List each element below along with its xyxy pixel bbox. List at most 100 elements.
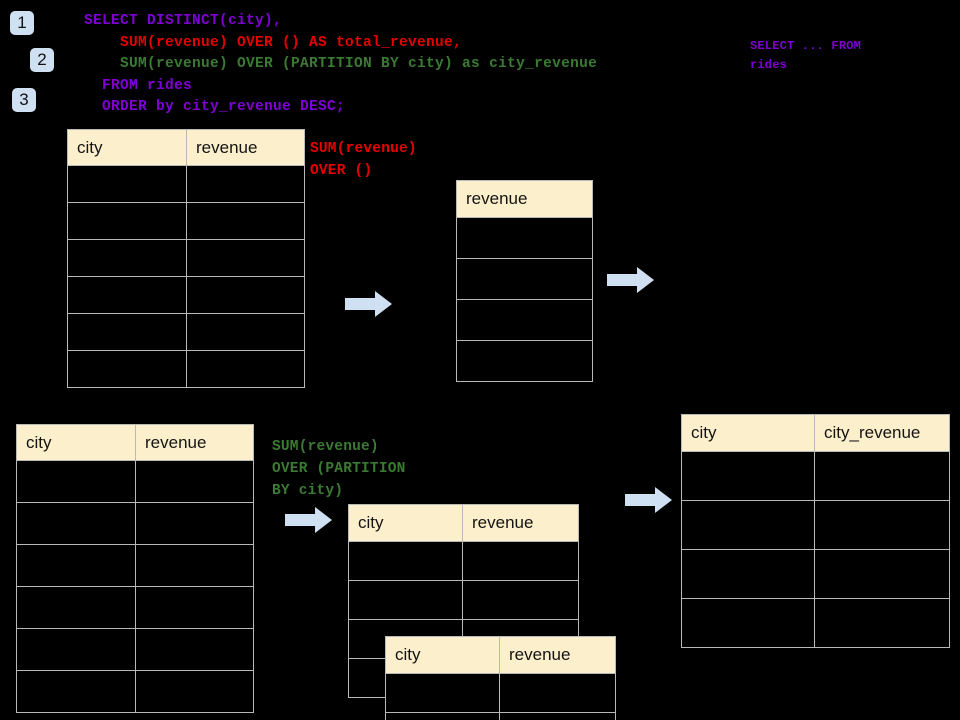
table-cell <box>67 313 187 351</box>
table-cell <box>814 451 950 501</box>
table-cell <box>814 549 950 599</box>
table-row <box>456 258 593 300</box>
table-row <box>16 670 254 713</box>
table-cell <box>186 202 305 240</box>
table-cell <box>456 217 593 259</box>
table-cell <box>135 502 254 545</box>
table-cell <box>681 598 815 648</box>
column-header-revenue: revenue <box>186 129 305 166</box>
table-row <box>385 712 616 720</box>
arrow-total-to-result <box>607 265 655 295</box>
table-cell <box>135 544 254 587</box>
step-badge-2: 2 <box>30 48 54 72</box>
table-row <box>456 299 593 341</box>
column-header-revenue: revenue <box>462 504 579 542</box>
sql-line-2: SUM(revenue) OVER () AS total_revenue, <box>84 34 463 51</box>
table-header-row: revenue <box>456 180 593 218</box>
table-cell <box>135 670 254 713</box>
table-row <box>456 340 593 382</box>
table-row <box>16 502 254 545</box>
table-cell <box>499 673 616 713</box>
table-cell <box>67 165 187 203</box>
table-cell <box>456 258 593 300</box>
table-cell <box>186 239 305 277</box>
column-header-city: city <box>385 636 500 674</box>
table-row <box>67 276 305 314</box>
column-header-city: city <box>681 414 815 452</box>
column-header-revenue: revenue <box>456 180 593 218</box>
table-cell <box>67 350 187 388</box>
sql-line-1: SELECT DISTINCT(city), <box>84 13 283 29</box>
column-header-city: city <box>16 424 136 461</box>
column-header-city_revenue: city_revenue <box>814 414 950 452</box>
table-total-revenue: revenue <box>456 180 593 382</box>
table-row <box>16 628 254 671</box>
table-row <box>67 313 305 351</box>
table-row <box>456 217 593 259</box>
table-cell <box>16 544 136 587</box>
table-cell <box>385 673 500 713</box>
column-header-revenue: revenue <box>135 424 254 461</box>
table-cell <box>16 586 136 629</box>
table-cell <box>385 712 500 720</box>
table-row <box>681 598 950 648</box>
table-cell <box>348 580 463 620</box>
table-cell <box>681 549 815 599</box>
table-cell <box>67 202 187 240</box>
table-cell <box>462 541 579 581</box>
sql-line-5: ORDER by city_revenue DESC; <box>84 99 346 115</box>
step-badge-3: 3 <box>12 88 36 112</box>
table-cell <box>462 580 579 620</box>
sql-query-block: SELECT DISTINCT(city), SUM(revenue) OVER… <box>84 11 597 119</box>
table-row <box>67 239 305 277</box>
table-row <box>348 541 579 581</box>
table-cell <box>348 541 463 581</box>
column-header-city: city <box>67 129 187 166</box>
table-cell <box>67 239 187 277</box>
table-cell <box>499 712 616 720</box>
table-cell <box>16 628 136 671</box>
arrow-rides-to-partition <box>285 505 333 535</box>
table-cell <box>186 165 305 203</box>
table-cell <box>456 340 593 382</box>
table-cell <box>681 451 815 501</box>
table-cell <box>814 598 950 648</box>
table-row <box>67 202 305 240</box>
step-badge-1: 1 <box>10 11 34 35</box>
table-cell <box>16 502 136 545</box>
sql-line-4: FROM rides <box>84 77 193 94</box>
table-row <box>16 586 254 629</box>
table-cell <box>186 350 305 388</box>
table-row <box>16 544 254 587</box>
column-header-revenue: revenue <box>499 636 616 674</box>
arrow-rides-to-total <box>345 289 393 319</box>
column-header-city: city <box>348 504 463 542</box>
sql-line-3: SUM(revenue) OVER (PARTITION BY city) as… <box>84 56 598 72</box>
annot-partition-city: SUM(revenue) OVER (PARTITION BY city) <box>272 439 406 499</box>
table-row <box>348 580 579 620</box>
table-row <box>681 500 950 550</box>
table-row <box>681 451 950 501</box>
table-row <box>67 350 305 388</box>
table-cell <box>186 313 305 351</box>
table-cell <box>135 628 254 671</box>
table-cell <box>135 460 254 503</box>
table-row <box>681 549 950 599</box>
table-cell <box>814 500 950 550</box>
table-cell <box>681 500 815 550</box>
table-cell <box>186 276 305 314</box>
table-cell <box>135 586 254 629</box>
sidenote-select-from-rides: SELECT ... FROM rides <box>750 39 862 72</box>
table-cell <box>16 670 136 713</box>
annot-over-empty: SUM(revenue) OVER () <box>310 141 417 179</box>
